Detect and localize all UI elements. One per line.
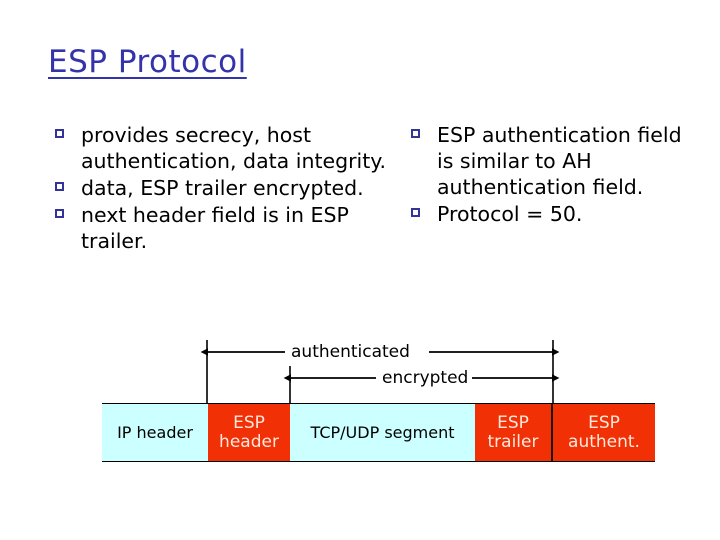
packet-cell-esp-trailer: ESP trailer — [475, 404, 553, 461]
list-item: data, ESP trailer encrypted. — [52, 175, 412, 201]
square-bullet-icon — [55, 182, 64, 191]
list-item-label: provides secrecy, host authentication, d… — [81, 123, 386, 173]
list-item-label: data, ESP trailer encrypted. — [81, 176, 364, 200]
bullet-column-left: provides secrecy, host authentication, d… — [52, 122, 412, 255]
list-item: provides secrecy, host authentication, d… — [52, 122, 412, 174]
square-bullet-icon — [55, 209, 64, 218]
packet-cell-ip-header: IP header — [102, 404, 208, 461]
list-item-label: ESP authentication field is similar to A… — [437, 123, 682, 199]
span-label-authenticated: authenticated — [287, 342, 414, 362]
list-item-label: Protocol = 50. — [437, 202, 583, 226]
packet-cell-tcp-udp-segment: TCP/UDP segment — [290, 404, 475, 461]
list-item: Protocol = 50. — [408, 201, 688, 227]
packet-layout-diagram: IP header ESP header TCP/UDP segment ESP… — [102, 403, 655, 462]
page-title: ESP Protocol — [48, 44, 247, 80]
packet-cell-esp-authent: ESP authent. — [553, 404, 655, 461]
square-bullet-icon — [55, 129, 64, 138]
span-label-encrypted: encrypted — [378, 368, 473, 388]
list-item: ESP authentication field is similar to A… — [408, 122, 688, 200]
list-item-label: next header field is in ESP trailer. — [81, 203, 349, 253]
list-item: next header field is in ESP trailer. — [52, 202, 412, 254]
packet-cell-esp-header: ESP header — [208, 404, 290, 461]
bullet-column-right: ESP authentication field is similar to A… — [408, 122, 688, 228]
square-bullet-icon — [411, 129, 420, 138]
square-bullet-icon — [411, 208, 420, 217]
